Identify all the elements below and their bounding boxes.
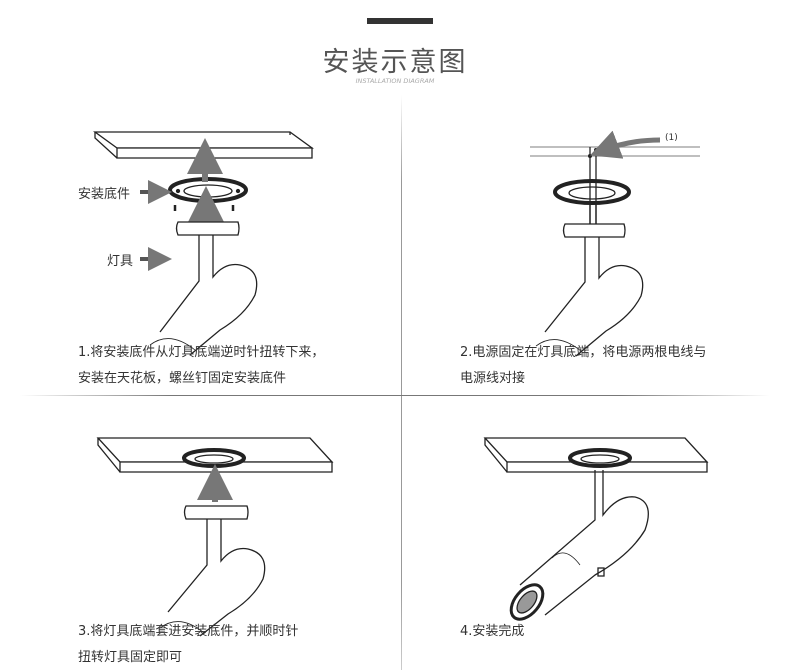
step2-base-ring: [553, 179, 631, 225]
step3-lamp: [159, 505, 266, 637]
horizontal-divider: [20, 395, 770, 396]
step4-line1: 4.安装完成: [460, 624, 525, 639]
step1-caption: 1.将安装底件从灯具底端逆时针扭转下来， 安装在天花板，螺丝钉固定安装底件: [78, 340, 324, 392]
step1-up-arrows: [187, 138, 224, 222]
step1-line1: 1.将安装底件从灯具底端逆时针扭转下来，: [78, 345, 325, 360]
step2-caption: 2.电源固定在灯具底端，将电源两根电线与 电源线对接: [460, 340, 706, 392]
step3-caption: 3.将灯具底端套进安装底件，并顺时针 扭转灯具固定即可: [78, 619, 298, 671]
step3-ceiling-plate: [96, 437, 334, 473]
step4-ceiling-plate: [483, 437, 709, 473]
title-accent-bar: [367, 18, 433, 24]
step2-line2: 电源线对接: [460, 371, 526, 386]
step3-line1: 3.将灯具底端套进安装底件，并顺时针: [78, 624, 299, 639]
step2-lamp: [535, 223, 644, 357]
step4-lamp: [509, 470, 649, 621]
page-subtitle: INSTALLATION DIAGRAM: [355, 77, 435, 85]
label-base: 安装底件: [78, 187, 131, 202]
step1-line2: 安装在天花板，螺丝钉固定安装底件: [78, 371, 287, 386]
vertical-divider: [401, 95, 402, 670]
step3-line2: 扭转灯具固定即可: [78, 650, 183, 665]
step1-lamp: [149, 221, 258, 356]
step1-ceiling-plate: [93, 131, 314, 159]
step4-caption: 4.安装完成: [460, 619, 524, 645]
step2-line1: 2.电源固定在灯具底端，将电源两根电线与: [460, 345, 707, 360]
marker-1: (1): [665, 133, 678, 143]
label-arrows: [140, 180, 172, 271]
label-lamp: 灯具: [107, 254, 134, 269]
page-title: 安装示意图: [322, 47, 468, 78]
